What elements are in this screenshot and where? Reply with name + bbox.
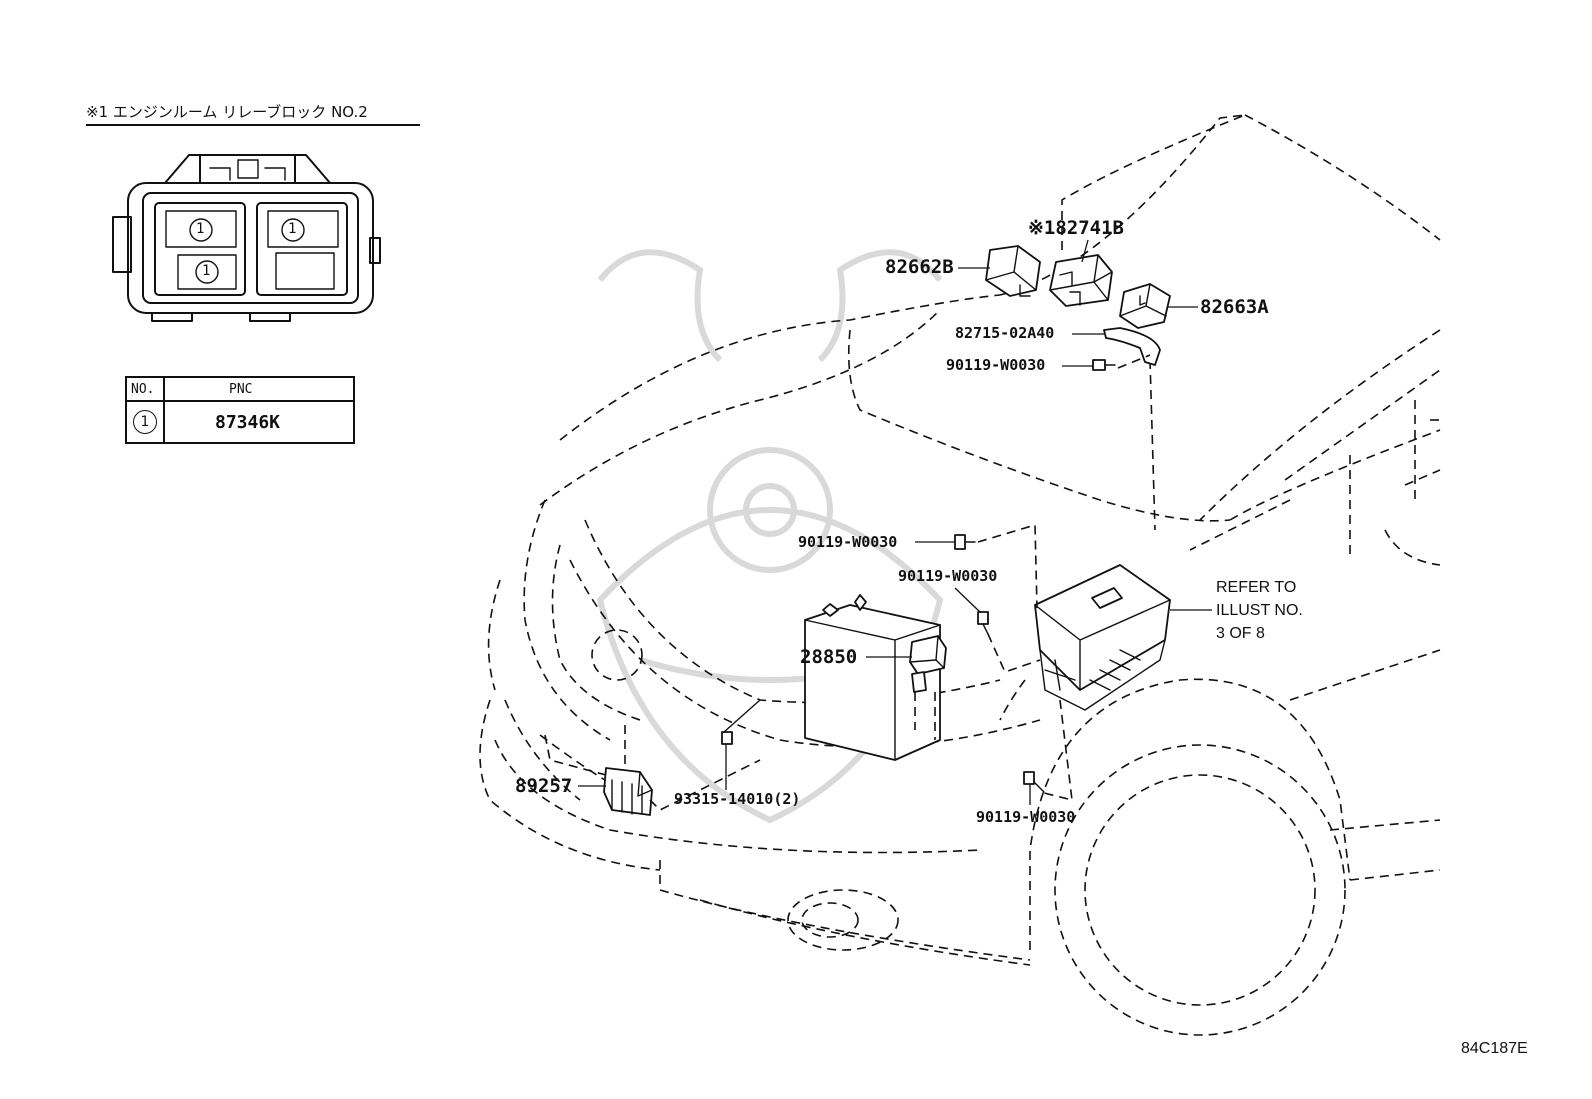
callout-82662b[interactable]: 82662B (885, 256, 954, 278)
row-no: 1 (133, 410, 157, 434)
slot-mark-3: 1 (202, 263, 211, 279)
bolt-90119-middle[interactable] (977, 611, 989, 635)
pnc-table-header: NO. PNC (125, 376, 355, 402)
bolt-90119-top[interactable] (1092, 359, 1116, 371)
part-82663a-cover[interactable] (1119, 283, 1171, 329)
callout-90119-w0030-left[interactable]: 90119-W0030 (798, 533, 898, 551)
part-182741b-relay-block[interactable] (1049, 254, 1113, 307)
callout-90119-w0030-middle[interactable]: 90119-W0030 (898, 567, 998, 585)
part-28850-relay[interactable] (909, 635, 947, 693)
pnc-table-row[interactable]: 1 87346K (125, 400, 355, 444)
callout-90119-w0030-bottom[interactable]: 90119-W0030 (976, 808, 1076, 826)
callout-28850[interactable]: 28850 (800, 646, 858, 668)
pnc-table: NO. PNC 1 87346K (125, 376, 355, 444)
diagram-code: 84C187E (1461, 1040, 1528, 1057)
relay-block-title: ※1 エンジンルーム リレーブロック NO.2 (86, 103, 368, 121)
callout-82663a[interactable]: 82663A (1200, 296, 1269, 318)
engine-room-relay-box[interactable] (1034, 564, 1171, 711)
leader-lines (544, 239, 1212, 811)
battery[interactable] (804, 594, 941, 761)
header-pnc: PNC (163, 376, 355, 402)
callout-182741b[interactable]: ※182741B (1028, 217, 1124, 239)
slot-mark-2: 1 (288, 221, 297, 237)
row-no-cell: 1 (125, 400, 165, 444)
callout-89257[interactable]: 89257 (515, 775, 573, 797)
part-82662b-cover[interactable] (985, 245, 1041, 297)
callout-93315-14010[interactable]: 93315-14010(2) (674, 790, 801, 808)
title-underline (86, 124, 420, 126)
header-no: NO. (125, 376, 165, 402)
slot-mark-1: 1 (196, 221, 205, 237)
refer-note-line-3[interactable]: 3 OF 8 (1216, 625, 1265, 642)
relay-block-drawing (112, 154, 381, 322)
part-89257-sensor[interactable] (603, 767, 653, 816)
bolt-90119-bottom[interactable] (1023, 771, 1045, 793)
screw-93315[interactable] (721, 699, 761, 745)
part-82715-bracket[interactable] (1103, 327, 1161, 366)
callout-82715-02a40[interactable]: 82715-02A40 (955, 324, 1055, 342)
bolt-90119-left[interactable] (954, 534, 976, 550)
refer-note-line-2[interactable]: ILLUST NO. (1216, 602, 1303, 619)
row-pnc[interactable]: 87346K (163, 400, 355, 444)
callout-90119-w0030-top[interactable]: 90119-W0030 (946, 356, 1046, 374)
refer-note-line-1[interactable]: REFER TO (1216, 579, 1297, 596)
